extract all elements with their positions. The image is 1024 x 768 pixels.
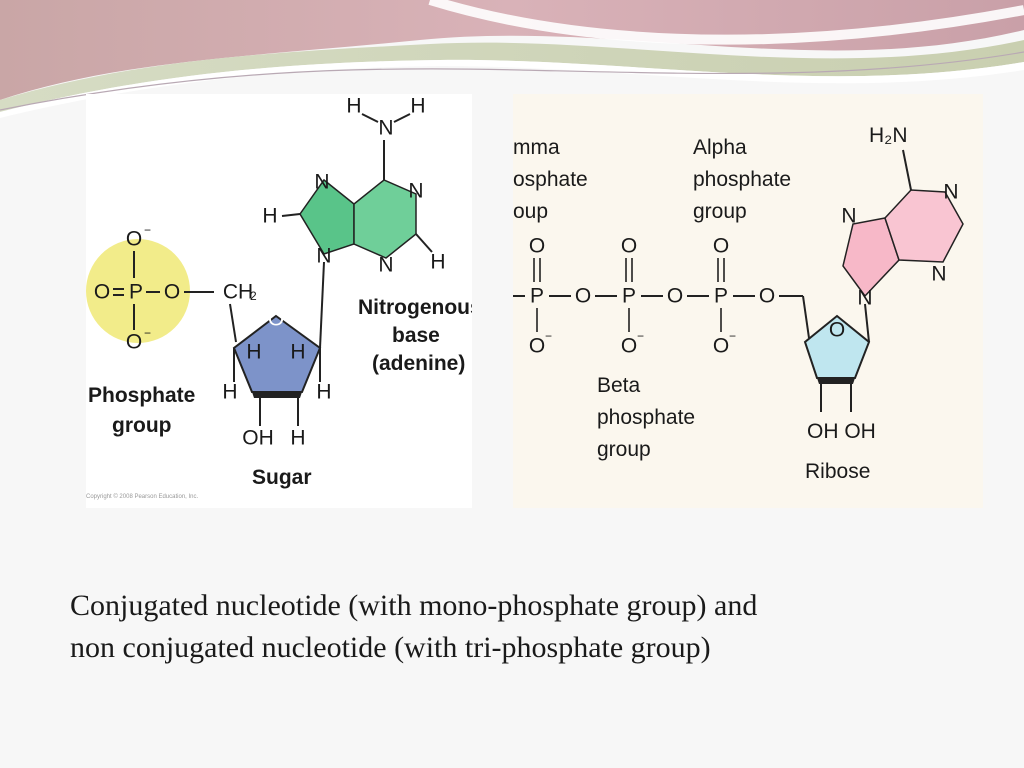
svg-text:−: −	[144, 223, 151, 237]
svg-text:O: O	[575, 285, 591, 308]
slide-caption: Conjugated nucleotide (with mono-phospha…	[70, 585, 970, 669]
svg-text:−: −	[545, 329, 552, 343]
svg-text:2: 2	[250, 289, 257, 303]
svg-text:H: H	[316, 381, 331, 404]
tri-phosphate-nucleotide-diagram: mma osphate oup Alpha phosphate group O …	[513, 94, 983, 508]
caption-line1: Conjugated nucleotide (with mono-phospha…	[70, 589, 758, 622]
base-label-line2: base	[392, 324, 440, 347]
svg-text:O: O	[94, 281, 110, 304]
sugar-label: Sugar	[252, 466, 312, 489]
svg-text:N: N	[378, 254, 393, 277]
alpha-label-line1: Alpha	[693, 136, 747, 159]
alpha-phosphate: O P O−	[713, 235, 736, 358]
svg-text:N: N	[316, 245, 331, 268]
amine-group: H₂N	[869, 124, 907, 147]
svg-text:O: O	[713, 235, 729, 258]
beta-label-line2: phosphate	[597, 406, 695, 429]
svg-text:H: H	[222, 381, 237, 404]
svg-text:O: O	[621, 335, 637, 358]
phosphate-circle	[86, 239, 190, 343]
beta-label-line1: Beta	[597, 374, 641, 397]
copyright-text: Copyright © 2008 Pearson Education, Inc.	[86, 494, 199, 500]
svg-text:P: P	[714, 285, 728, 308]
svg-text:H: H	[246, 341, 261, 364]
svg-text:O: O	[713, 335, 729, 358]
svg-text:O: O	[667, 285, 683, 308]
phosphate-label-line1: Phosphate	[88, 384, 195, 407]
svg-text:P: P	[622, 285, 636, 308]
svg-text:H: H	[430, 251, 445, 274]
svg-text:H: H	[290, 341, 305, 364]
svg-text:O: O	[529, 235, 545, 258]
svg-text:N: N	[378, 117, 393, 140]
beta-label-line3: group	[597, 438, 651, 461]
svg-text:N: N	[314, 171, 329, 194]
beta-phosphate: O P O−	[621, 235, 644, 358]
svg-text:N: N	[931, 263, 946, 286]
gamma-label-line2: osphate	[513, 168, 588, 191]
svg-text:−: −	[637, 329, 644, 343]
svg-text:N: N	[408, 180, 423, 203]
base-label-line3: (adenine)	[372, 352, 465, 375]
gamma-label-line1: mma	[513, 136, 560, 159]
svg-text:OH: OH	[242, 427, 274, 450]
phosphate-label-line2: group	[112, 414, 171, 437]
svg-text:O: O	[529, 335, 545, 358]
svg-text:O: O	[268, 308, 284, 331]
svg-text:P: P	[129, 281, 143, 304]
gamma-label-line3: oup	[513, 200, 548, 223]
svg-text:H: H	[262, 205, 277, 228]
svg-text:O: O	[829, 319, 845, 342]
svg-text:CH: CH	[223, 281, 253, 304]
caption-line2: non conjugated nucleotide (with tri-phos…	[70, 631, 711, 664]
svg-text:O: O	[126, 228, 142, 251]
svg-text:H: H	[346, 95, 361, 118]
ribose-label: Ribose	[805, 460, 870, 483]
svg-text:−: −	[144, 326, 151, 340]
alpha-label-line3: group	[693, 200, 747, 223]
svg-text:−: −	[729, 329, 736, 343]
gamma-phosphate: O P O−	[529, 235, 552, 358]
hydroxyl-groups: OH OH	[807, 420, 876, 443]
alpha-label-line2: phosphate	[693, 168, 791, 191]
svg-text:O: O	[164, 281, 180, 304]
adenine-ring-six	[353, 179, 417, 259]
adenine-ring-five	[299, 178, 355, 255]
svg-text:N: N	[943, 181, 958, 204]
svg-text:O: O	[621, 235, 637, 258]
svg-text:H: H	[290, 427, 305, 450]
svg-text:H: H	[410, 95, 425, 118]
svg-text:N: N	[841, 205, 856, 228]
svg-text:O: O	[759, 285, 775, 308]
base-label-line1: Nitrogenous	[358, 296, 472, 319]
svg-text:O: O	[126, 331, 142, 354]
adenine-ring-five	[842, 217, 900, 298]
svg-text:N: N	[857, 287, 872, 310]
svg-text:P: P	[530, 285, 544, 308]
